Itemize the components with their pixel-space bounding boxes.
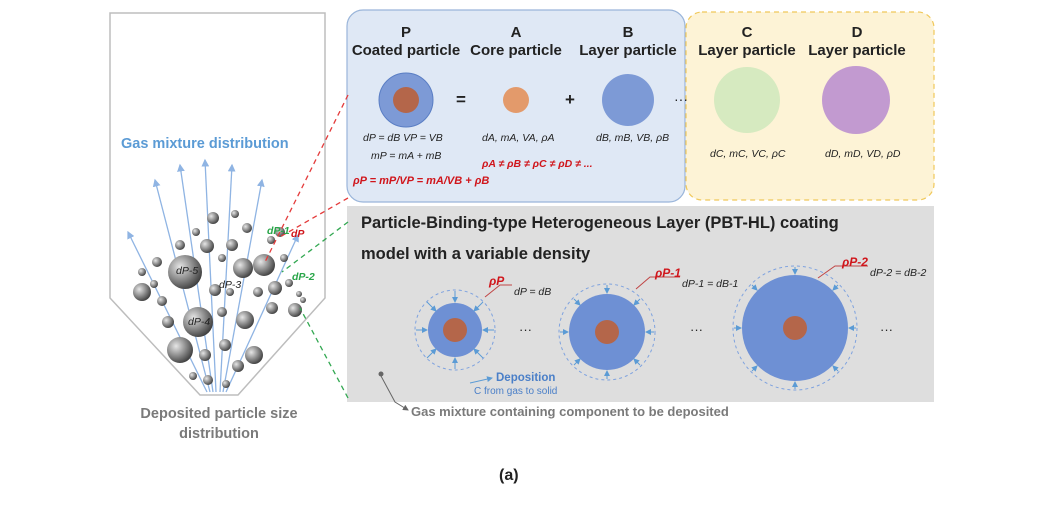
label-dp5: dP-5 (176, 265, 199, 277)
eq-p2: dP-2 = dB-2 (870, 267, 927, 279)
hopper-outline (109, 12, 326, 396)
plus-sign: + (565, 90, 575, 109)
header-p-letter: P (400, 24, 411, 41)
gas-caption: Gas mixture containing component to be d… (411, 404, 729, 419)
header-a-name: Core particle (470, 42, 562, 59)
pbt-title-line1: Particle-Binding-type Heterogeneous Laye… (361, 214, 839, 232)
rho-callouts (484, 265, 868, 298)
growth-ellipsis-2: ··· (690, 322, 703, 337)
dist-label-line2: distribution (179, 426, 259, 442)
header-c-letter: C (741, 24, 753, 41)
density-inequality: ρA ≠ ρB ≠ ρC ≠ ρD ≠ ... (482, 158, 593, 170)
p-relation-1: dP = dB VP = VB (363, 132, 443, 144)
label-dp: dP (291, 228, 305, 240)
eq-p1: dP-1 = dB-1 (682, 278, 739, 290)
growth-ellipsis-1: ··· (519, 322, 532, 337)
deposited-particles (133, 210, 306, 388)
growth-particle-1 (414, 289, 496, 371)
deposition-legend-arrow (469, 376, 493, 384)
figure-label: (a) (499, 467, 519, 484)
gas-pointer (380, 375, 409, 411)
coated-particle-core (393, 87, 419, 113)
label-dp2: dP-2 (292, 271, 315, 283)
layer-b-props: dB, mB, VB, ρB (596, 132, 670, 144)
layer-c-props: dC, mC, VC, ρC (710, 148, 786, 160)
core-props: dA, mA, VA, ρA (482, 132, 555, 144)
dist-label-line1: Deposited particle size (140, 406, 298, 422)
eq-p: dP = dB (514, 286, 552, 298)
layer-particle-d (822, 66, 890, 134)
p-relation-2: mP = mA + mB (371, 150, 442, 162)
panel-layer-candidates (685, 11, 935, 201)
deposition-sublabel: C from gas to solid (474, 386, 558, 397)
connector-lines (264, 94, 349, 399)
deposition-label: Deposition (496, 372, 556, 384)
deposition-ticks (416, 267, 856, 389)
rho-p2-label: ρP-2 (842, 255, 868, 269)
growth-particle-2 (558, 283, 656, 381)
gas-molecule-dot (378, 371, 384, 377)
header-c-name: Layer particle (698, 42, 796, 59)
gas-mixture-label: Gas mixture distribution (121, 136, 289, 152)
layer-particle-b (602, 74, 654, 126)
label-dp3: dP-3 (219, 279, 242, 291)
rho-p1-label: ρP-1 (655, 266, 681, 280)
growth-particle-3 (732, 265, 858, 391)
equals-sign: = (456, 90, 466, 109)
header-d-letter: D (851, 24, 863, 41)
top-ellipsis: ··· (674, 91, 688, 107)
header-p-name: Coated particle (351, 42, 461, 59)
layer-d-props: dD, mD, VD, ρD (825, 148, 901, 160)
rho-p-label: ρP (489, 274, 505, 288)
label-dp4: dP-4 (188, 316, 211, 328)
header-b-letter: B (622, 24, 634, 41)
rho-formula: ρP = mP/VP = mA/VB + ρB (353, 175, 490, 187)
growth-ellipsis-3: ··· (880, 322, 893, 337)
panel-pbt-hl (347, 206, 934, 402)
header-a-letter: A (510, 24, 522, 41)
header-d-name: Layer particle (808, 42, 906, 59)
layer-particle-c (714, 67, 780, 133)
pbt-title-line2: model with a variable density (361, 245, 591, 263)
label-dp1: dP-1 (267, 225, 290, 237)
header-b-name: Layer particle (579, 42, 677, 59)
core-particle (503, 87, 529, 113)
